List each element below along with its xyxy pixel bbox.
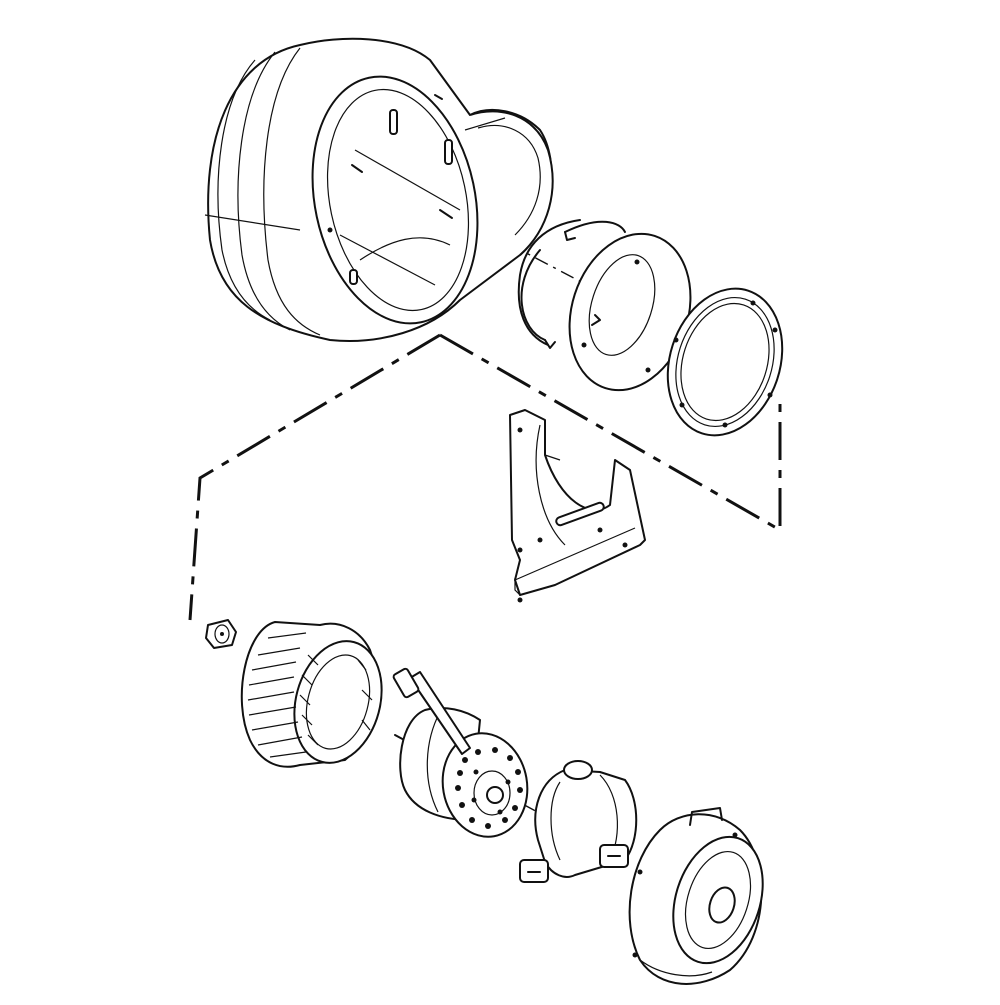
motor-icon [392,667,529,838]
squirrel-cage-wheel-icon [240,621,383,768]
hub-nut-icon [205,619,237,649]
gasket-ring-icon [666,287,784,437]
bracket-icon [509,409,646,603]
assembly-dashed-path [188,333,782,621]
end-cover-icon [628,807,764,985]
blower-housing-icon [204,37,554,342]
motor-clamp-icon [519,760,638,883]
split-ring-icon [517,219,626,349]
